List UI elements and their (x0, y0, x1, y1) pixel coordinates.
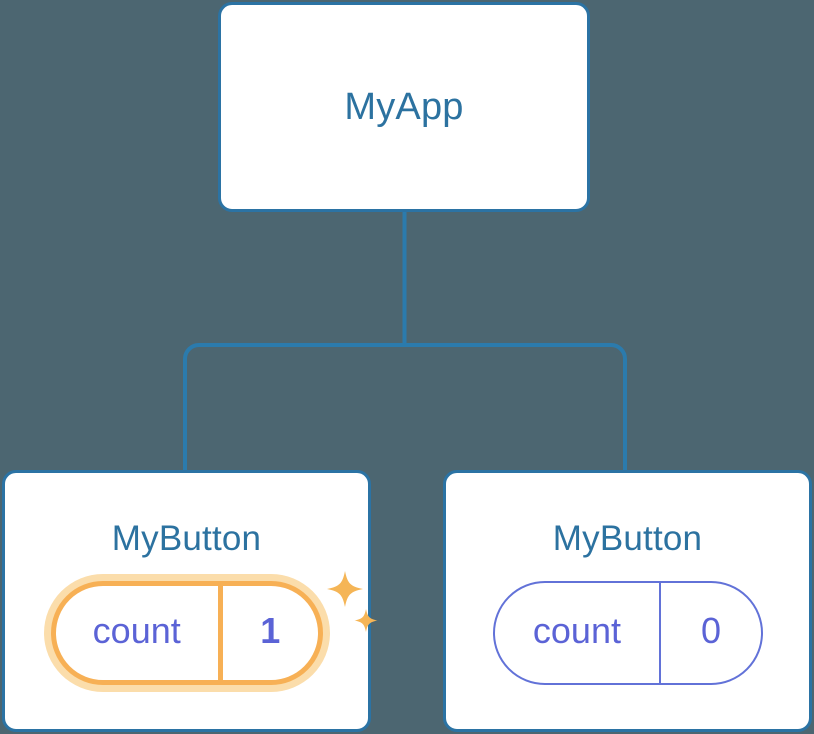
node-mybutton-left[interactable]: MyButton count 1 (2, 470, 378, 732)
node-mybutton-right[interactable]: MyButton count 0 (443, 470, 812, 732)
node-mybutton-right-title: MyButton (552, 519, 703, 558)
node-myapp[interactable]: MyApp (218, 2, 590, 212)
state-pill-left-label: count (92, 610, 181, 651)
state-pill-count-highlighted[interactable]: count 1 (50, 581, 323, 685)
connector-bus-right (404, 343, 627, 470)
node-myapp-title: MyApp (344, 85, 464, 128)
state-pill-right-divider (659, 583, 662, 683)
node-mybutton-left-title: MyButton (111, 519, 262, 558)
state-pill-right-wrap: count 0 (446, 581, 809, 685)
state-pill-right-label: count (532, 610, 621, 651)
state-pill-right-value: 0 (700, 610, 721, 651)
state-pill-count[interactable]: count 0 (492, 581, 763, 685)
state-pill-left-value: 1 (260, 610, 281, 651)
state-pill-left-wrap: count 1 (5, 581, 368, 685)
state-pill-left-divider (217, 586, 223, 680)
connector-bus-left (183, 343, 405, 470)
